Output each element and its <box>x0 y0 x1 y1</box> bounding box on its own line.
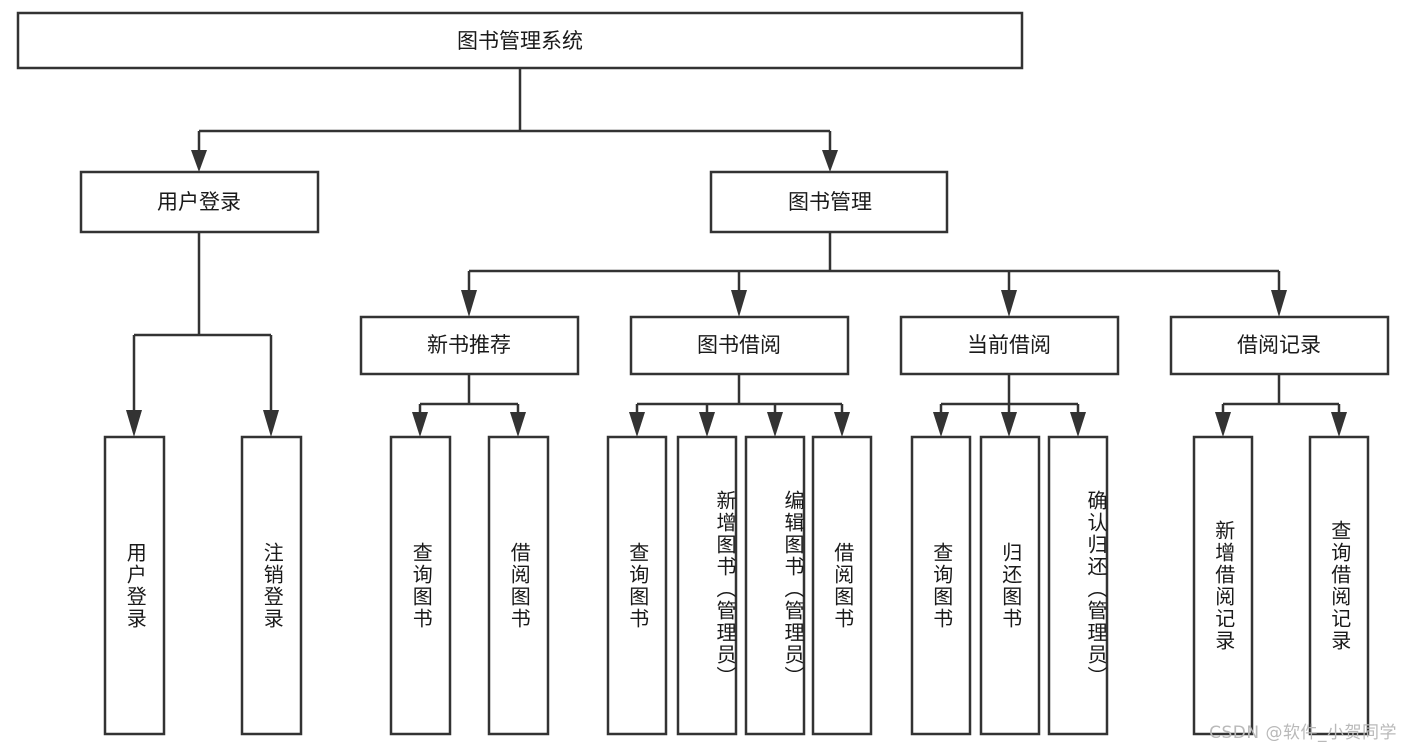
leaf-new-book-0[interactable] <box>389 435 452 736</box>
label-root: 图书管理系统 <box>457 29 583 53</box>
leaf-book-borrow-0[interactable] <box>606 435 668 736</box>
arrow-userlogin-leaf2 <box>263 410 279 437</box>
node-root[interactable] <box>16 11 1024 70</box>
leaf-current-borrow-2[interactable] <box>1047 435 1109 736</box>
leaf-borrow-record-1[interactable] <box>1308 435 1370 736</box>
arrow-bm-to-borrowrecord <box>1271 290 1287 317</box>
label-book-manage: 图书管理 <box>788 190 872 214</box>
arrow-bm-to-bookborrow <box>731 290 747 317</box>
node-borrow-record[interactable] <box>1169 315 1390 376</box>
arrow-bookborrow-leaf4 <box>834 412 850 437</box>
node-current-borrow[interactable] <box>899 315 1120 376</box>
arrow-root-to-book-manage <box>822 150 838 172</box>
arrow-borrowrecord-leaf1 <box>1215 412 1231 437</box>
arrow-bookborrow-leaf2 <box>699 412 715 437</box>
arrow-userlogin-leaf1 <box>126 410 142 437</box>
node-book-manage[interactable] <box>709 170 949 234</box>
leaf-current-borrow-0[interactable] <box>910 435 972 736</box>
label-current-borrow: 当前借阅 <box>967 333 1051 357</box>
arrow-currentborrow-leaf3 <box>1070 412 1086 437</box>
leaf-user-login-1[interactable] <box>240 435 303 736</box>
arrow-currentborrow-leaf1 <box>933 412 949 437</box>
node-book-borrow[interactable] <box>629 315 850 376</box>
arrow-root-to-user-login <box>191 150 207 172</box>
leaf-borrow-record-0[interactable] <box>1192 435 1254 736</box>
node-new-book-recommend[interactable] <box>359 315 580 376</box>
arrow-currentborrow-leaf2 <box>1001 412 1017 437</box>
label-new-book-recommend: 新书推荐 <box>427 333 511 357</box>
node-labels: 图书管理系统 用户登录 图书管理 新书推荐 图书借阅 当前借阅 借阅记录 <box>157 29 1321 357</box>
arrow-newbook-leaf2 <box>510 412 526 437</box>
leaf-user-login-0[interactable] <box>103 435 166 736</box>
leaf-book-borrow-3[interactable] <box>811 435 873 736</box>
label-borrow-record: 借阅记录 <box>1237 333 1321 357</box>
arrow-newbook-leaf1 <box>412 412 428 437</box>
leaf-current-borrow-1[interactable] <box>979 435 1041 736</box>
label-book-borrow: 图书借阅 <box>697 333 781 357</box>
label-user-login: 用户登录 <box>157 190 241 214</box>
arrow-bookborrow-leaf1 <box>629 412 645 437</box>
leaf-book-borrow-1[interactable] <box>676 435 738 736</box>
arrow-borrowrecord-leaf2 <box>1331 412 1347 437</box>
leaf-book-borrow-2[interactable] <box>744 435 806 736</box>
node-boxes <box>16 11 1390 736</box>
watermark-text: CSDN @软件_小贺同学 <box>1209 723 1397 743</box>
arrow-bm-to-newbook <box>461 290 477 317</box>
arrow-bm-to-currentborrow <box>1001 290 1017 317</box>
connectors <box>126 68 1347 437</box>
node-user-login[interactable] <box>79 170 320 234</box>
arrow-bookborrow-leaf3 <box>767 412 783 437</box>
leaf-new-book-1[interactable] <box>487 435 550 736</box>
